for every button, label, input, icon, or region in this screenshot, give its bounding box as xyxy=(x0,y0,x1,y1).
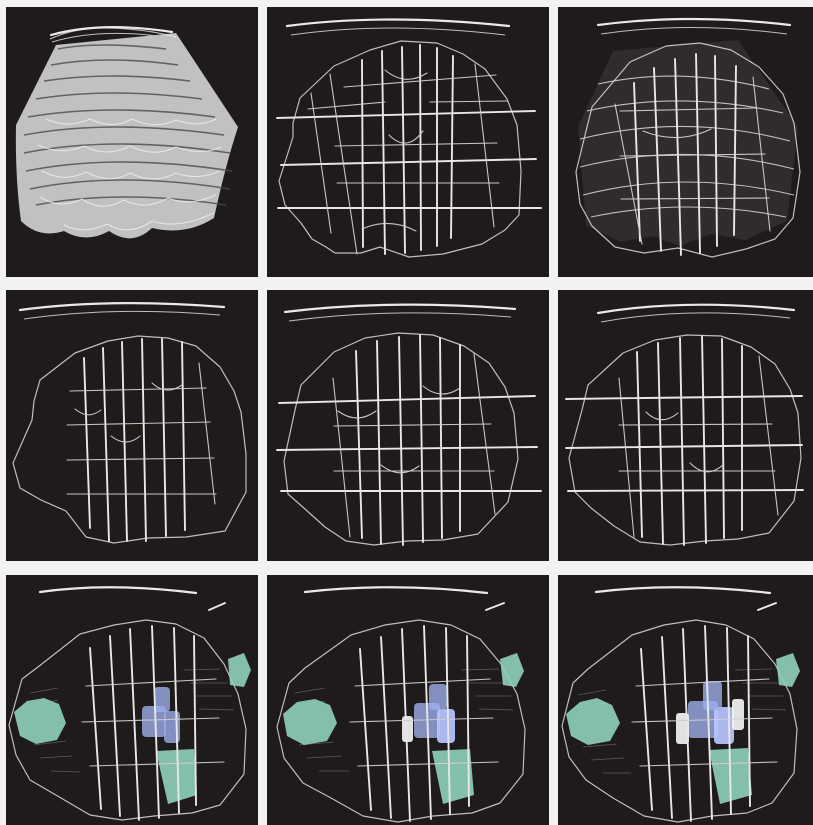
urban-grid-variant-drawing xyxy=(558,290,813,561)
color-plan-final-drawing xyxy=(558,575,813,825)
tile-9-color-plan-final xyxy=(558,575,813,825)
tile-3-shell-overlay xyxy=(558,7,813,277)
shell-overlay-drawing xyxy=(558,7,813,277)
tile-1-shell xyxy=(6,7,258,277)
tile-6-urban-grid-variant xyxy=(558,290,813,561)
urban-pattern-drawing xyxy=(6,290,258,561)
tile-7-color-plan xyxy=(6,575,258,825)
urban-grid-drawing xyxy=(267,290,549,561)
tile-8-color-plan-variant xyxy=(267,575,549,825)
street-network-drawing xyxy=(267,7,549,277)
tile-5-urban-grid xyxy=(267,290,549,561)
shell-illustration xyxy=(6,7,258,277)
tile-2-street-network xyxy=(267,7,549,277)
color-plan-drawing xyxy=(6,575,258,825)
color-plan-variant-drawing xyxy=(267,575,549,825)
tile-4-urban-pattern xyxy=(6,290,258,561)
